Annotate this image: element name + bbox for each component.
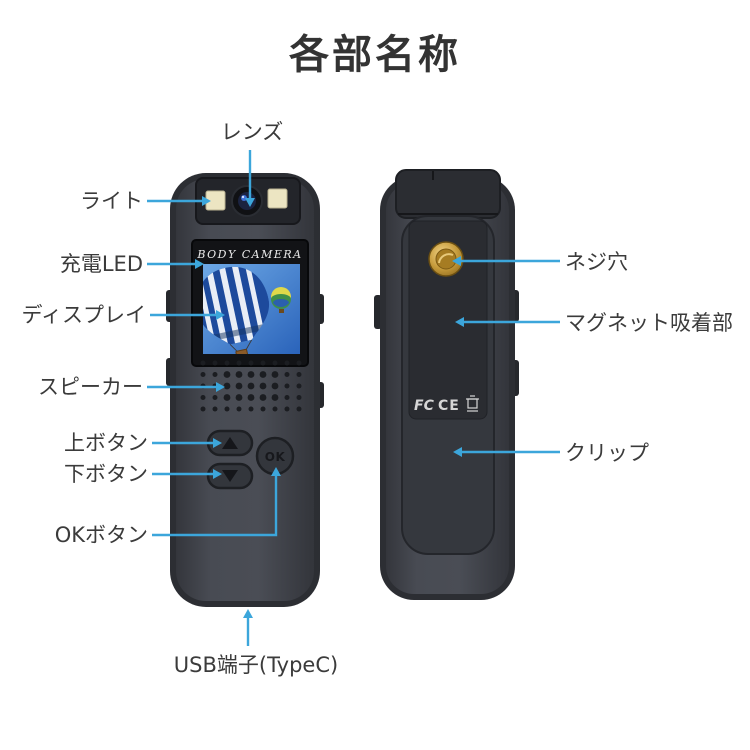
label-ok-button: OKボタン: [54, 523, 148, 547]
speaker-dot: [223, 371, 231, 378]
speaker-dot: [224, 406, 230, 412]
label-light: ライト: [80, 189, 143, 213]
speaker-dot: [272, 360, 278, 366]
speaker-dot: [271, 371, 279, 378]
front-device: BODY CAMERA: [166, 173, 324, 607]
label-display: ディスプレイ: [21, 303, 146, 327]
speaker-dot: [284, 395, 290, 400]
weee-bin-icon: [466, 395, 479, 412]
speaker-dot: [284, 406, 290, 412]
speaker-dot: [296, 383, 302, 389]
leader-lines: [147, 150, 560, 646]
label-lens: レンズ: [220, 120, 284, 144]
down-button: [206, 462, 254, 490]
speaker-dot: [236, 360, 242, 366]
magnet-panel: [408, 220, 488, 420]
speaker-dot: [284, 372, 290, 377]
clip-hinge: [395, 169, 501, 219]
page-title: 各部名称: [289, 32, 461, 78]
speaker-dot: [296, 360, 302, 366]
speaker-dot: [236, 406, 242, 412]
speaker-dot: [223, 382, 231, 390]
speaker-dot: [212, 395, 218, 400]
screw-hole: [428, 241, 464, 277]
label-clip: クリップ: [565, 441, 649, 465]
speaker-dot: [271, 382, 279, 390]
speaker-dot: [212, 406, 218, 412]
ok-button-text: OK: [265, 450, 286, 464]
label-down-button: 下ボタン: [64, 462, 148, 486]
speaker-dot: [212, 360, 218, 366]
label-usb: USB端子(TypeC): [173, 653, 339, 677]
ce-mark: CE: [438, 398, 460, 414]
clip: [401, 215, 495, 555]
speaker-dot: [200, 360, 206, 366]
speaker-dot: [272, 406, 278, 412]
speaker-dot: [247, 371, 255, 378]
display-image: [203, 264, 300, 354]
leader-up-button: [152, 438, 222, 448]
speaker-dot: [271, 394, 279, 401]
speaker-dot: [235, 394, 243, 401]
leader-lens: [245, 150, 255, 207]
speaker-dot: [296, 372, 302, 377]
screen-brand-text: BODY CAMERA: [196, 248, 302, 261]
leader-display: [150, 310, 225, 320]
hot-air-balloon-small: [271, 287, 291, 313]
label-speaker: スピーカー: [38, 375, 143, 399]
speaker-dot: [248, 406, 254, 412]
leader-speaker: [147, 382, 225, 392]
speaker-dot: [224, 360, 230, 366]
speaker-dot: [284, 383, 290, 389]
speaker-dot: [260, 360, 266, 366]
leader-ok-button: [152, 467, 281, 537]
speaker-dot: [259, 382, 267, 390]
speaker-dot: [296, 406, 302, 412]
back-device: FC CE: [374, 169, 519, 600]
led-light-right: [267, 188, 288, 209]
label-up-button: 上ボタン: [64, 431, 148, 455]
label-magnet: マグネット吸着部: [565, 311, 733, 335]
speaker-dot: [200, 372, 206, 377]
speaker-dot: [296, 395, 302, 400]
speaker-dot: [200, 406, 206, 412]
speaker-dot: [259, 394, 267, 401]
speaker-dot: [247, 394, 255, 401]
leader-down-button: [152, 469, 222, 479]
speaker-dot: [284, 360, 290, 366]
hot-air-balloon-large: [203, 264, 277, 354]
speaker-dot: [248, 360, 254, 366]
speaker-dot: [223, 394, 231, 401]
speaker-dot: [200, 395, 206, 400]
speaker-dot: [260, 406, 266, 412]
leader-screw-hole: [452, 256, 560, 266]
speaker-dot: [247, 382, 255, 390]
leader-usb: [243, 609, 253, 646]
fcc-mark: FC: [414, 398, 435, 414]
leader-clip: [453, 447, 560, 457]
ok-button: OK: [255, 436, 295, 476]
up-button: [206, 429, 254, 457]
leader-light: [147, 196, 211, 206]
speaker-dot: [212, 372, 218, 377]
label-charge-led: 充電LED: [59, 252, 143, 276]
speaker-dot: [235, 371, 243, 378]
label-screw-hole: ネジ穴: [565, 250, 628, 274]
leader-charge-led: [147, 259, 204, 269]
certification-marks: FC CE: [414, 395, 479, 414]
speaker-dot: [235, 382, 243, 390]
speaker-dot: [259, 371, 267, 378]
speaker-grille: [200, 360, 302, 412]
leader-magnet: [455, 317, 560, 327]
